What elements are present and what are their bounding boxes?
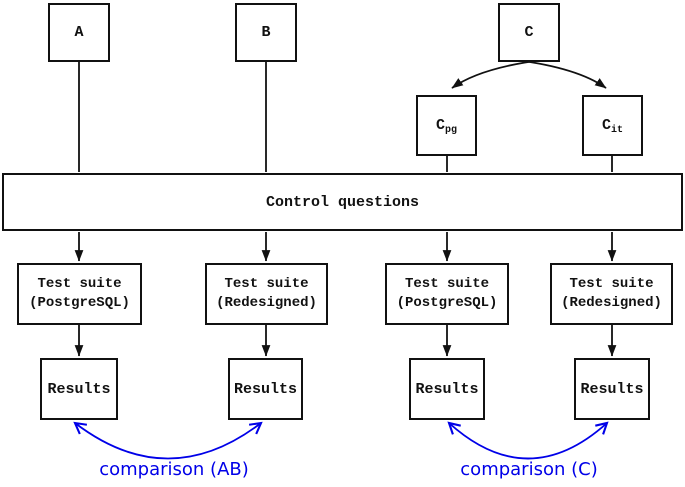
node-c-it-label: Cit xyxy=(601,117,624,136)
results-postgresql-c: Results xyxy=(409,358,485,420)
comparison-ab-label: comparison (AB) xyxy=(99,459,249,480)
test-suite-line1: Test suite xyxy=(37,276,122,292)
results-label: Results xyxy=(415,380,479,398)
comparison-arrow-ab xyxy=(73,421,263,460)
node-c-pg-label: Cpg xyxy=(435,117,458,136)
test-suite-postgresql-c: Test suite (PostgreSQL) xyxy=(385,263,509,325)
arrow-c-to-cit xyxy=(515,59,607,89)
node-c-label: C xyxy=(524,24,534,41)
test-suite-redesigned-ab: Test suite (Redesigned) xyxy=(205,263,328,325)
arrow-c-to-cpg xyxy=(451,59,543,89)
control-questions-label: Control questions xyxy=(265,193,420,211)
test-suite-redesigned-c: Test suite (Redesigned) xyxy=(550,263,673,325)
test-suite-line1: Test suite xyxy=(569,276,654,292)
test-suite-line2: (PostgreSQL) xyxy=(29,295,130,311)
comparison-arrow-c xyxy=(447,421,609,460)
node-b: B xyxy=(235,3,297,62)
test-suite-line2: (Redesigned) xyxy=(561,295,662,311)
comparison-c-label: comparison (C) xyxy=(460,459,598,480)
node-b-label: B xyxy=(261,24,271,41)
node-c: C xyxy=(498,3,560,62)
test-suite-postgresql-ab: Test suite (PostgreSQL) xyxy=(17,263,142,325)
results-label: Results xyxy=(233,380,297,398)
test-suite-line1: Test suite xyxy=(404,276,489,292)
results-redesigned-c: Results xyxy=(574,358,650,420)
node-c-it: Cit xyxy=(582,95,643,156)
results-label: Results xyxy=(580,380,644,398)
node-a-label: A xyxy=(74,24,84,41)
node-c-pg: Cpg xyxy=(416,95,477,156)
test-suite-line2: (Redesigned) xyxy=(216,295,317,311)
results-redesigned-ab: Results xyxy=(228,358,303,420)
control-questions-bar: Control questions xyxy=(2,173,683,231)
results-label: Results xyxy=(47,380,111,398)
test-suite-line2: (PostgreSQL) xyxy=(396,295,498,311)
test-suite-line1: Test suite xyxy=(224,276,309,292)
results-postgresql-ab: Results xyxy=(40,358,118,420)
node-a: A xyxy=(48,3,110,62)
